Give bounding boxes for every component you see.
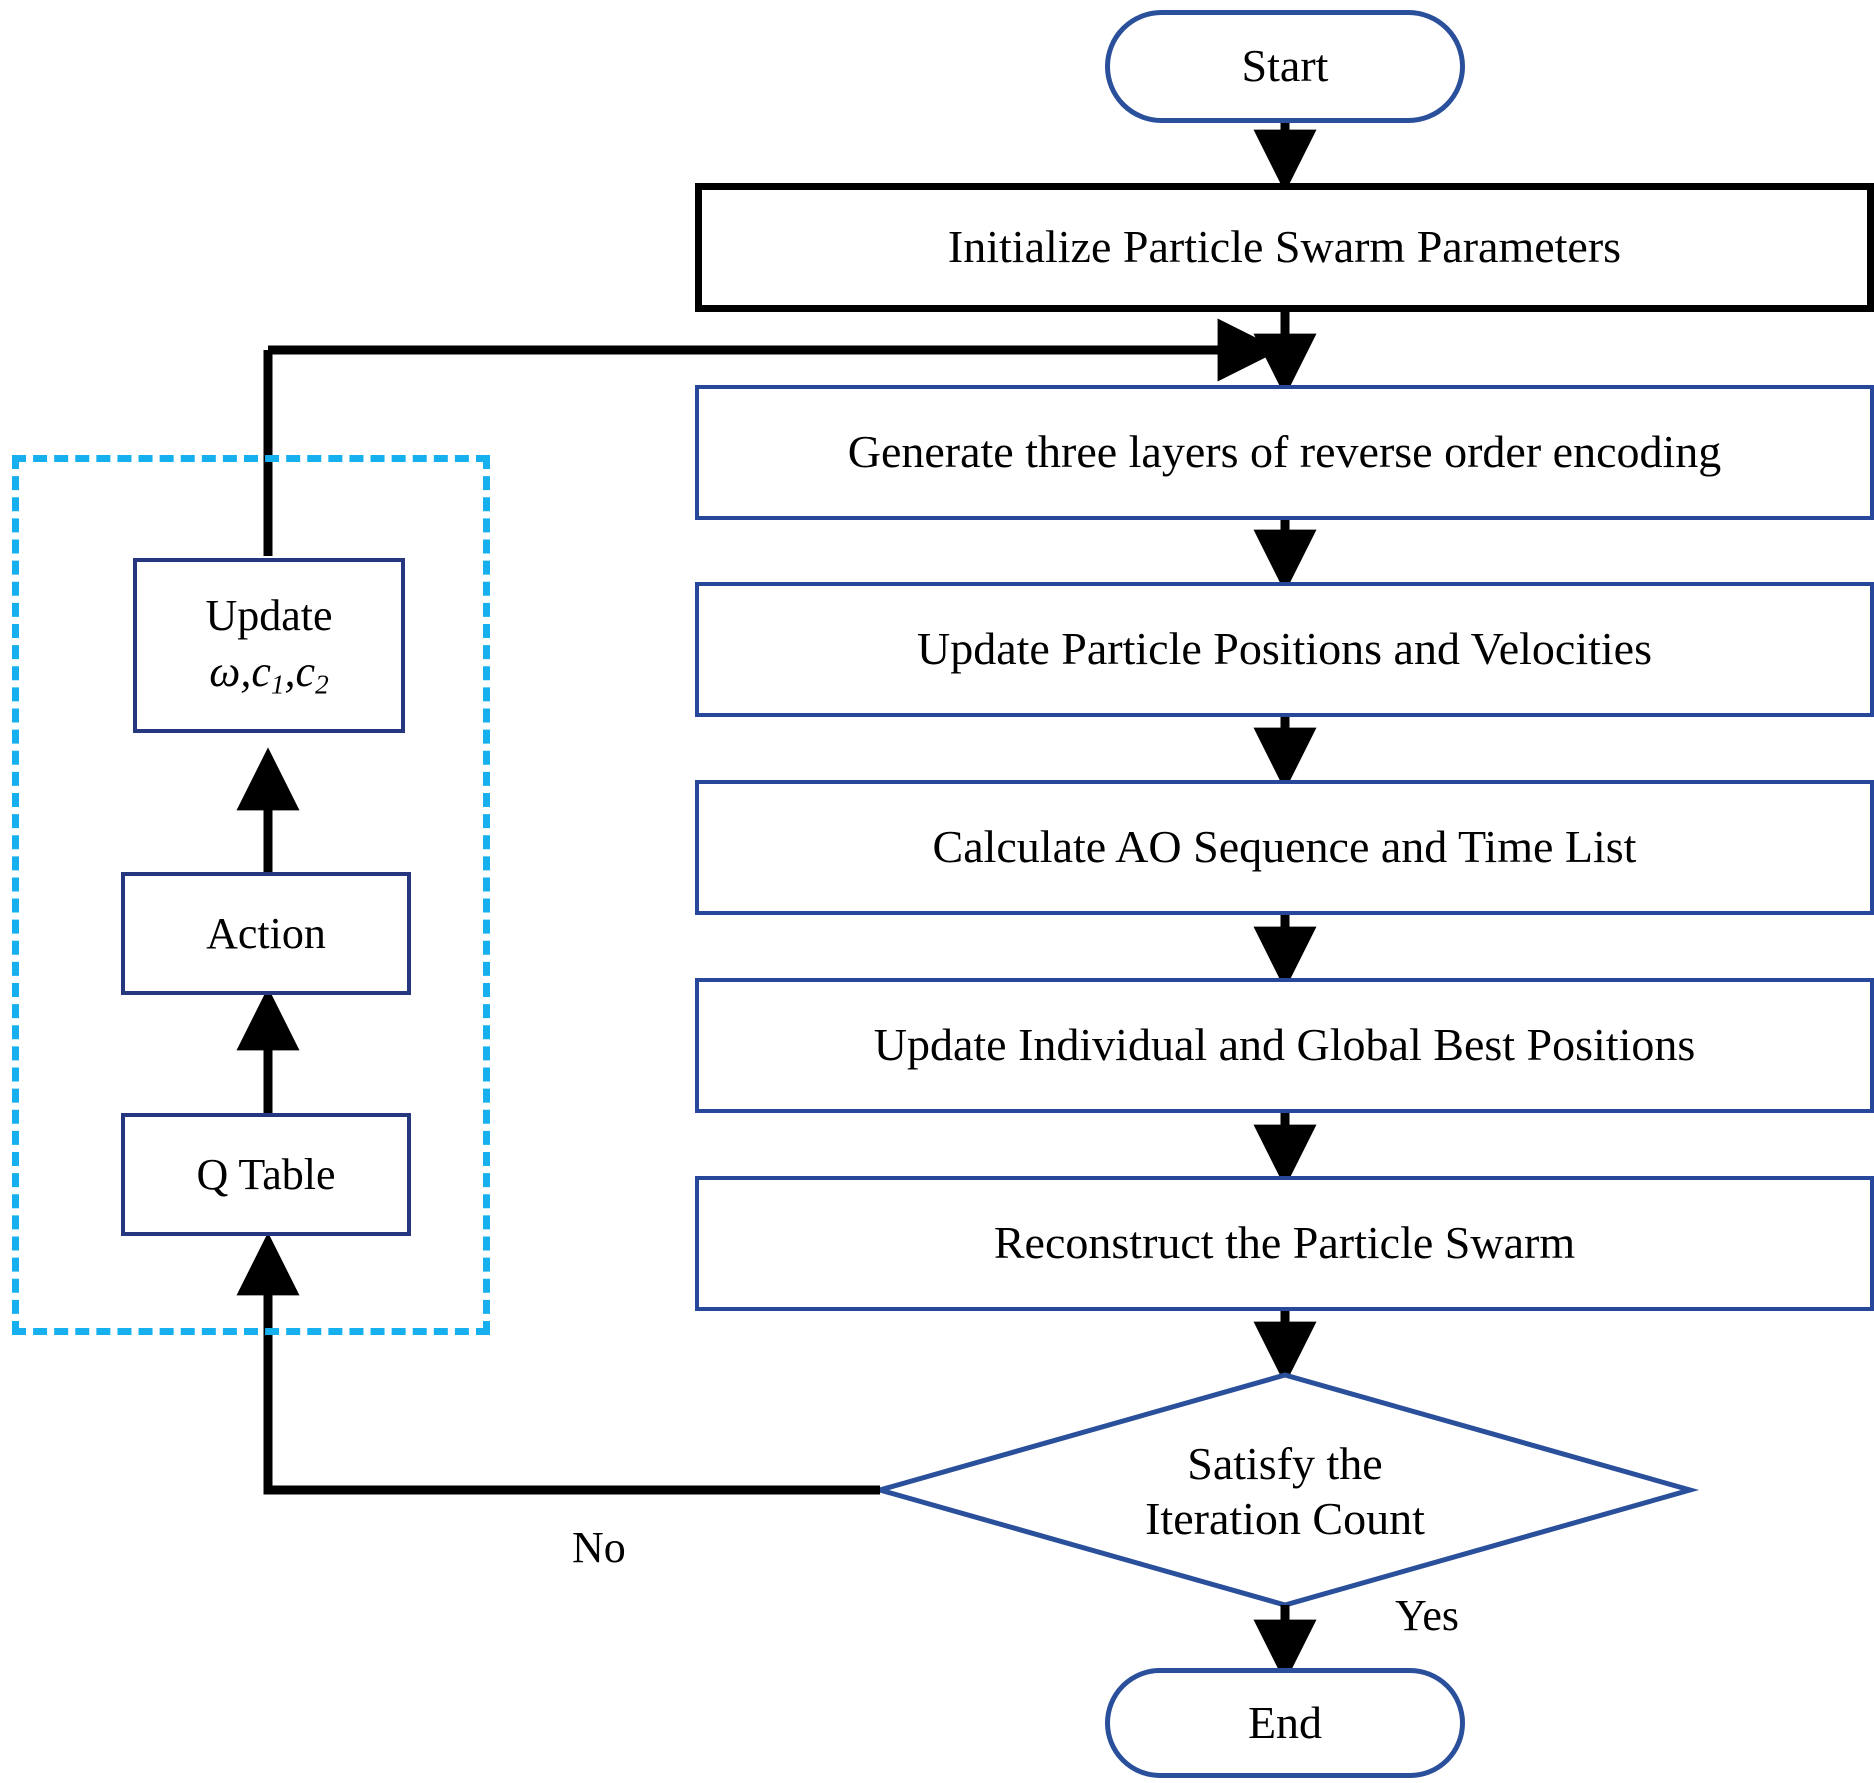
edge-label-yes: Yes: [1395, 1590, 1459, 1641]
q-learning-dashed-region: [12, 455, 490, 1335]
node-q-table-label: Q Table: [196, 1149, 336, 1199]
node-reconstruct-label: Reconstruct the Particle Swarm: [993, 1217, 1576, 1269]
node-start[interactable]: Start: [1105, 10, 1465, 123]
node-calculate-label: Calculate AO Sequence and Time List: [932, 821, 1637, 873]
edge-decision-no-to-qtable: [236, 1232, 880, 1495]
node-generate[interactable]: Generate three layers of reverse order e…: [695, 385, 1874, 520]
c2-symbol: c: [295, 647, 316, 697]
node-update-params-line1: Update: [205, 591, 333, 641]
node-generate-label: Generate three layers of reverse order e…: [847, 426, 1722, 478]
edge-label-no: No: [572, 1522, 626, 1573]
node-action[interactable]: Action: [121, 872, 411, 995]
node-update-params-line2: ω,c1,c2: [209, 646, 328, 701]
omega-symbol: ω,: [209, 647, 252, 697]
edge-label-no-text: No: [572, 1523, 626, 1572]
node-update-positions[interactable]: Update Particle Positions and Velocities: [695, 582, 1874, 717]
node-calculate[interactable]: Calculate AO Sequence and Time List: [695, 780, 1874, 915]
node-q-table[interactable]: Q Table: [121, 1113, 411, 1236]
node-update-params[interactable]: Update ω,c1,c2: [133, 558, 405, 733]
node-reconstruct[interactable]: Reconstruct the Particle Swarm: [695, 1176, 1874, 1311]
c1-subscript: 1: [270, 669, 285, 700]
node-end-label: End: [1247, 1696, 1323, 1748]
params-comma: ,: [284, 647, 296, 697]
edge-label-yes-text: Yes: [1395, 1591, 1460, 1640]
node-update-best-label: Update Individual and Global Best Positi…: [873, 1019, 1696, 1071]
c2-subscript: 2: [315, 669, 329, 700]
node-start-label: Start: [1241, 40, 1329, 92]
decision-diamond: [870, 1372, 1700, 1608]
node-update-positions-label: Update Particle Positions and Velocities: [916, 623, 1653, 675]
node-update-best[interactable]: Update Individual and Global Best Positi…: [695, 978, 1874, 1113]
node-initialize[interactable]: Initialize Particle Swarm Parameters: [695, 183, 1874, 312]
node-end[interactable]: End: [1105, 1668, 1465, 1778]
node-initialize-label: Initialize Particle Swarm Parameters: [947, 221, 1622, 273]
node-action-label: Action: [206, 908, 326, 958]
c1-symbol: c: [251, 647, 271, 697]
